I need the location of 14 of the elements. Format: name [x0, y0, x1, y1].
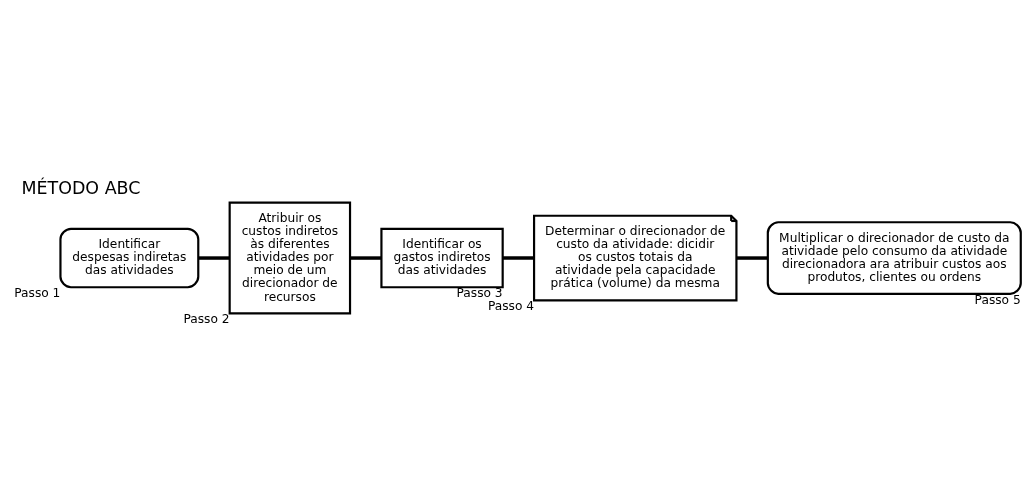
connector — [502, 256, 535, 260]
node-box: Identificar despesas indiretas das atividades — [59, 227, 200, 289]
node-label: Passo 2 — [183, 312, 230, 327]
node-label: Passo 3 — [456, 286, 503, 301]
node-box: Multiplicar o direcionador de custo da atividade pelo consumo da atividade direcionadora ara atribuir custos aos produtos, clientes ou ordens — [766, 221, 1022, 295]
connector — [350, 256, 382, 260]
node-label: Passo 1 — [14, 286, 61, 301]
node-label: Passo 5 — [974, 292, 1021, 307]
connector — [198, 256, 230, 260]
node-box: Atribuir os custos indiretos às diferentes atividades por meio de um direcionador de recursos — [228, 201, 352, 315]
diagram-title: MÉTODO ABC — [21, 177, 141, 198]
node-box: Identificar os gastos indiretos das atividades — [380, 227, 504, 289]
connector — [736, 256, 768, 260]
node-label: Passo 4 — [487, 299, 535, 314]
